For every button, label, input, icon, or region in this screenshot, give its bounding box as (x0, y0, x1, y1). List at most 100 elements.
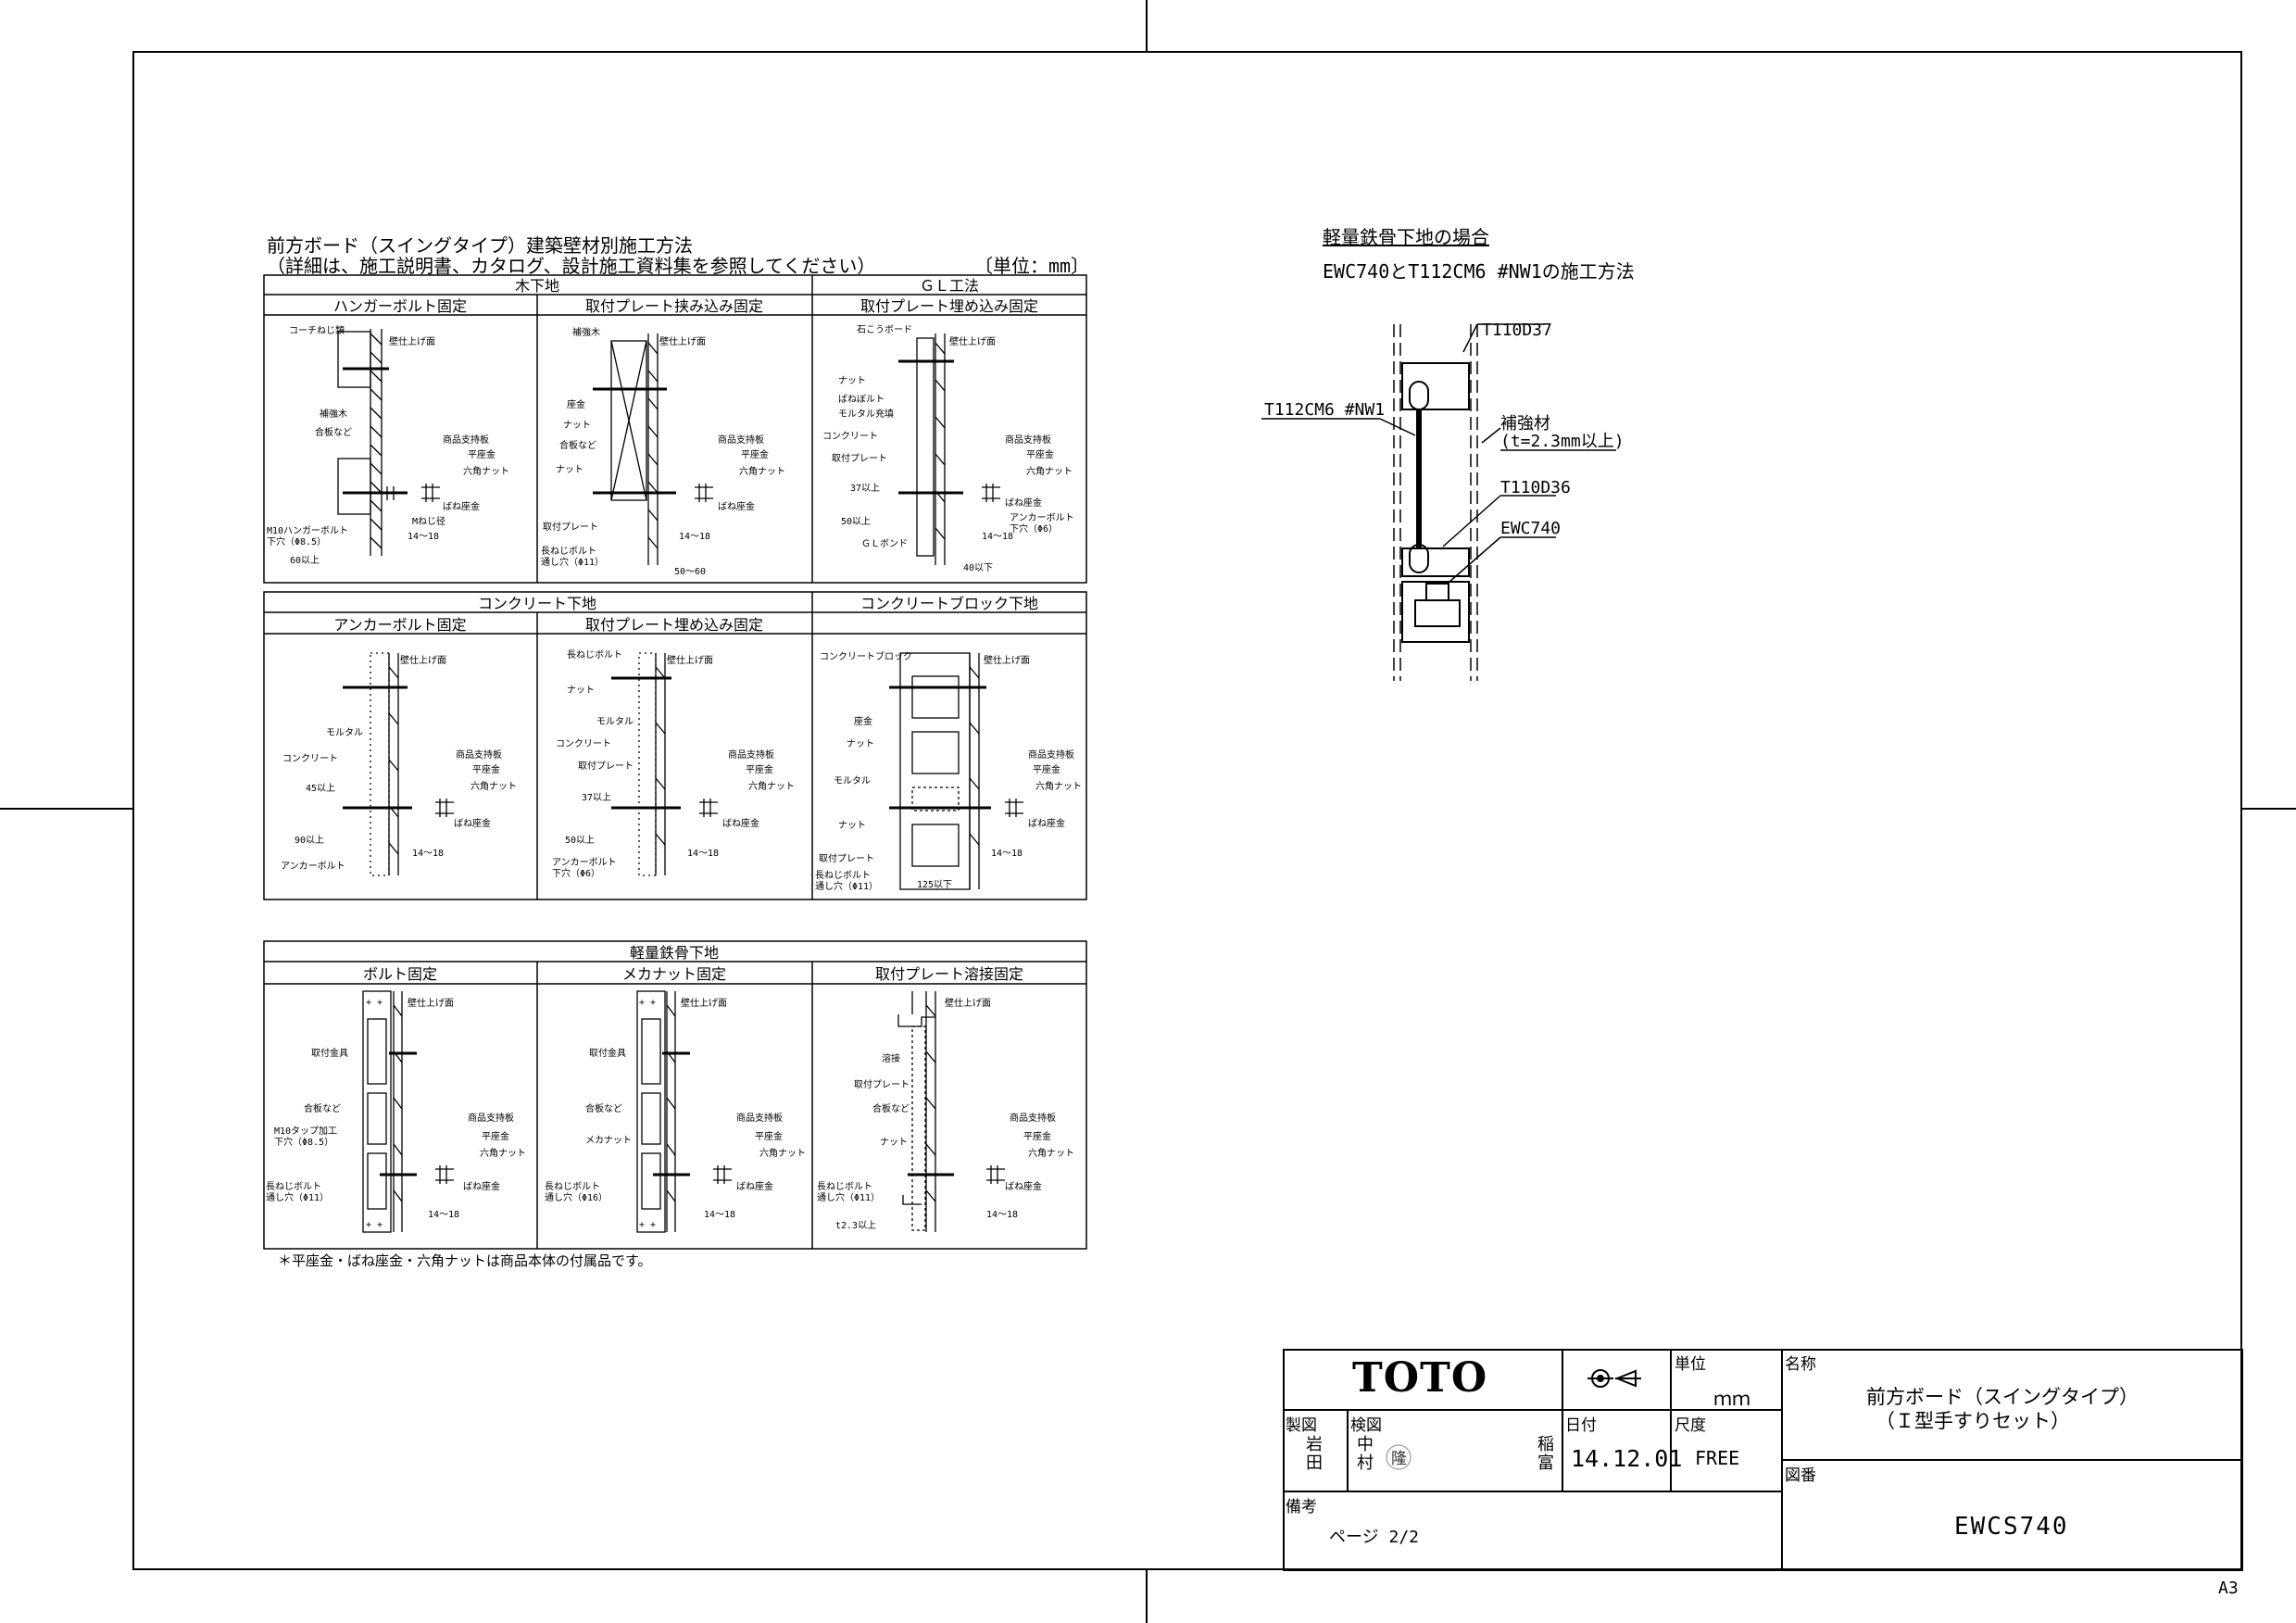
lbl2-wall-finish: 壁仕上げ面 (659, 335, 706, 347)
lbl9-mount-plate: 取付プレート (854, 1078, 910, 1090)
lbl4-dim-90: 90以上 (295, 835, 324, 846)
lbl4-hex-nut: 六角ナット (470, 781, 517, 792)
lbl2-through-hole: 通し穴（Φ11） (541, 556, 604, 568)
lbl5-mortar: モルタル (596, 716, 634, 727)
projection-symbol-icon (1587, 1369, 1641, 1388)
lbl2-flat-washer: 平座金 (741, 448, 769, 460)
t3-col1: ボルト固定 (363, 965, 437, 983)
remarks: ページ 2/2 (1329, 1528, 1419, 1547)
lbl-flat-washer: 平座金 (468, 448, 496, 460)
group-block: コンクリートブロック下地 (860, 595, 1038, 612)
lbl6-mortar: モルタル (834, 775, 871, 786)
drawing-no: EWCS740 (1954, 1513, 2069, 1541)
lbl4-anchor-bolt: アンカーボルト (281, 861, 345, 872)
lbl7-spring-washer: ばね座金 (463, 1180, 500, 1192)
footnote: ＊平座金・ばね座金・六角ナットは商品本体の付属品です。 (278, 1252, 652, 1269)
lbl5-hex-nut: 六角ナット (748, 781, 795, 792)
lbl-product-plate: 商品支持板 (443, 434, 489, 446)
lbl6-long-bolt: 長ねじボルト (815, 870, 871, 881)
lbl3-mount-plate: 取付プレート (832, 452, 887, 464)
rp-t110d36: T110D36 (1500, 478, 1571, 497)
lbl8-dim-14-18: 14〜18 (704, 1210, 735, 1220)
drawn-by: 岩田 (1306, 1435, 1323, 1473)
svg-text:+ +: + + (639, 1220, 656, 1230)
lbl-pilot-hole: 下穴（Φ8.5） (267, 535, 326, 547)
lbl2-reinforce-wood: 補強木 (572, 326, 600, 338)
lbl3-dim-50: 50以上 (841, 516, 871, 527)
unit-label: 単位 (1675, 1355, 1706, 1374)
lbl6-hex-nut: 六角ナット (1035, 781, 1082, 792)
lbl9-welding: 溶接 (882, 1052, 900, 1064)
checked-by: 中村 (1357, 1435, 1374, 1473)
lbl-dim-60: 60以上 (290, 555, 320, 566)
sheet-size: A3 (2218, 1579, 2239, 1598)
lbl5-mount-plate: 取付プレート (578, 760, 634, 772)
lbl3-dim-37: 37以上 (850, 483, 880, 494)
lbl-spring-washer: ばね座金 (443, 500, 480, 512)
rp-reinforce-spec: (t=2.3mm以上) (1500, 432, 1625, 451)
lbl9-flat-washer: 平座金 (1023, 1130, 1051, 1142)
lbl5-dim-50: 50以上 (565, 835, 595, 846)
group-steel: 軽量鉄骨下地 (630, 944, 719, 962)
page-subtitle: （詳細は、施工説明書、カタログ、設計施工資料集を参照してください） (267, 255, 876, 277)
lbl6-nut2: ナット (838, 820, 866, 831)
lbl3-hex-nut: 六角ナット (1026, 466, 1073, 477)
lbl2-mount-plate: 取付プレート (543, 521, 598, 533)
lbl3-anchor-bolt: アンカーボルト (1010, 512, 1074, 523)
lbl-m10-hanger: M10ハンガーボルト (267, 525, 348, 536)
lbl7-m10-tap: M10タップ加工 (274, 1126, 337, 1137)
drawn-label: 製図 (1286, 1416, 1317, 1435)
lbl4-mortar: モルタル (326, 727, 363, 738)
lbl8-long-bolt: 長ねじボルト (545, 1181, 600, 1192)
lbl4-spring-washer: ばね座金 (454, 817, 491, 829)
lbl7-plywood: 合板など (304, 1102, 341, 1114)
lbl9-plywood: 合板など (872, 1102, 910, 1114)
lbl5-nut: ナット (567, 685, 595, 696)
scale-value: FREE (1695, 1447, 1740, 1469)
lbl3-gl-bond: ＧＬボンド (861, 538, 908, 549)
rp-reinforce: 補強材 (1500, 414, 1550, 434)
scale-label: 尺度 (1675, 1416, 1706, 1435)
lbl9-through-hole: 通し穴（Φ11） (817, 1191, 880, 1203)
lbl4-product-plate: 商品支持板 (456, 749, 502, 761)
lbl4-concrete: コンクリート (282, 753, 338, 764)
lbl8-hex-nut: 六角ナット (759, 1148, 806, 1159)
lbl8-mecha-nut: メカナット (585, 1135, 632, 1146)
lbl2-plywood: 合板など (559, 439, 596, 451)
toto-logo: TOTO (1352, 1354, 1488, 1402)
t2-col2: 取付プレート埋め込み固定 (585, 616, 763, 634)
center-mark-top (1146, 0, 1148, 51)
lbl8-product-plate: 商品支持板 (736, 1112, 783, 1124)
lbl6-nut: ナット (847, 738, 874, 749)
lbl2-dim-14-18: 14〜18 (679, 532, 710, 542)
name-line2: （Ｉ型手すりセット） (1876, 1410, 2070, 1432)
group-concrete: コンクリート下地 (478, 595, 596, 612)
t1-col1: ハンガーボルト固定 (333, 297, 467, 315)
lbl9-wall-finish: 壁仕上げ面 (945, 997, 991, 1009)
rp-t110d37: T110D37 (1482, 321, 1552, 340)
name-label: 名称 (1785, 1355, 1816, 1374)
unit-value: ｍｍ (1713, 1388, 1750, 1410)
lbl3-pilot-hole: 下穴（Φ6） (1010, 522, 1058, 535)
lbl7-wall-finish: 壁仕上げ面 (408, 997, 454, 1009)
checked-label: 検図 (1350, 1416, 1382, 1435)
date-value: 14.12.01 (1571, 1445, 1683, 1472)
lbl3-spring-washer: ばね座金 (1005, 497, 1042, 509)
unit-note: 〔単位：mm〕 (974, 255, 1090, 277)
lbl3-wall-finish: 壁仕上げ面 (949, 335, 996, 347)
remarks-label: 備考 (1286, 1498, 1317, 1516)
lbl-hex-nut: 六角ナット (463, 466, 509, 477)
lbl8-mount-bracket: 取付金具 (589, 1047, 626, 1059)
lbl-coach-screw: コーチねじ類 (289, 325, 345, 336)
lbl8-plywood: 合板など (585, 1102, 622, 1114)
lbl7-through-hole: 通し穴（Φ11） (266, 1191, 329, 1203)
svg-text:+ +: + + (366, 998, 383, 1008)
page-title: 前方ボード（スイングタイプ）建築壁材別施工方法 (267, 234, 693, 257)
lbl2-washer: 座金 (567, 398, 585, 410)
date-label: 日付 (1565, 1416, 1597, 1435)
lbl5-anchor-bolt: アンカーボルト (552, 857, 617, 868)
approver: 稲富 (1537, 1435, 1554, 1473)
lbl4-flat-washer: 平座金 (472, 763, 500, 775)
lbl7-product-plate: 商品支持板 (468, 1112, 514, 1124)
lbl3-mortar-fill: モルタル充填 (838, 408, 894, 420)
